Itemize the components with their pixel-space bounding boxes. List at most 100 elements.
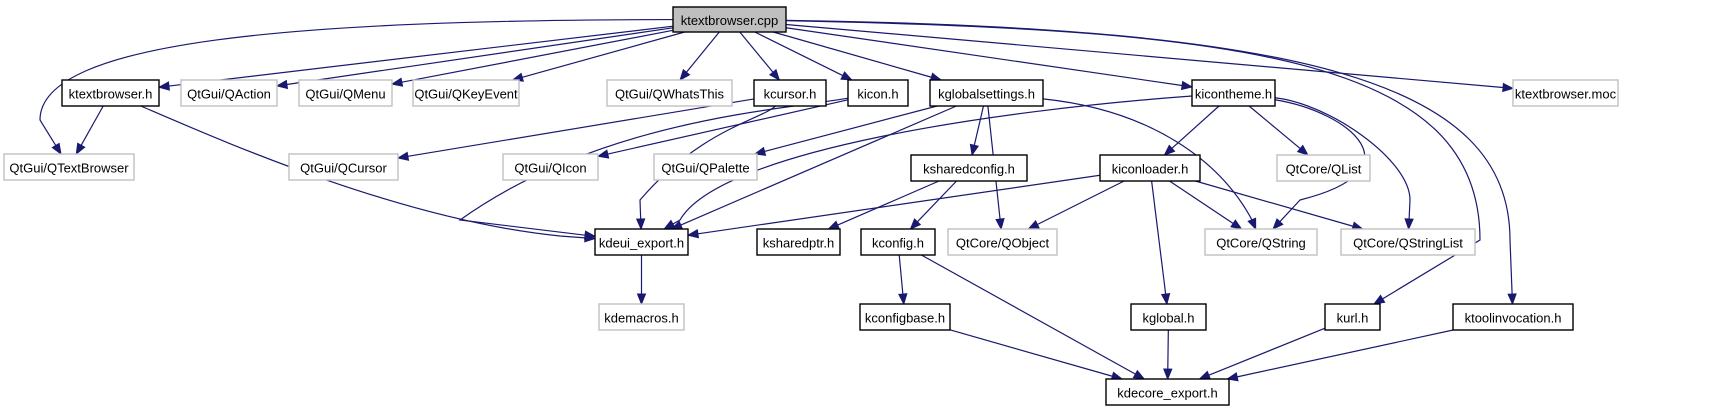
node-box (859, 303, 951, 331)
edge-kiconloader-h-to-qobject (1027, 180, 1125, 230)
arrowhead-icon (1198, 370, 1212, 380)
node-label: kdeui_export.h (599, 236, 684, 251)
edge-ktextbrowser-cpp-to-ktoolinvocation-h (785, 19, 1517, 306)
node-kconfigbase-h[interactable]: kconfigbase.h (859, 303, 951, 331)
node-qlist: QtCore/QList (1276, 154, 1371, 182)
arrowhead-icon (396, 151, 410, 161)
edge-line (1274, 97, 1411, 220)
node-box (753, 79, 827, 107)
edge-line (785, 20, 1481, 300)
node-box (606, 79, 733, 107)
edge-kicon-h-to-qicon (596, 99, 849, 159)
edge-line (973, 105, 985, 146)
arrowhead-icon (1226, 372, 1239, 382)
node-kglobal-h[interactable]: kglobal.h (1130, 303, 1207, 331)
edge-line (1248, 105, 1301, 150)
edges-layer (39, 18, 1517, 382)
node-ksharedconfig-h[interactable]: ksharedconfig.h (910, 154, 1028, 182)
edge-line (522, 31, 685, 78)
node-box (1340, 228, 1476, 256)
edge-line (837, 180, 940, 226)
node-box (288, 153, 399, 181)
node-label: ktoolinvocation.h (1465, 311, 1562, 326)
node-label: QtGui/QWhatsThis (615, 87, 725, 102)
node-box (929, 79, 1044, 107)
node-box (1324, 303, 1381, 331)
arrowhead-icon (1160, 292, 1171, 306)
node-kcursor-h[interactable]: kcursor.h (753, 79, 827, 107)
node-box (860, 228, 936, 256)
edge-line (168, 25, 674, 87)
edge-line (1169, 180, 1234, 224)
node-box (502, 153, 599, 181)
edge-ktextbrowser-cpp-to-qaction (275, 27, 674, 90)
arrowhead-icon (1296, 144, 1309, 156)
node-box (910, 154, 1028, 182)
edge-ktextbrowser-h-to-qtextbrowser (75, 105, 104, 156)
arrowhead-icon (584, 230, 597, 240)
edge-line (697, 174, 1101, 235)
node-label: ktextbrowser.cpp (681, 13, 779, 28)
arrowhead-icon (768, 68, 781, 82)
edge-line (1195, 180, 1354, 227)
arrowhead-icon (75, 142, 86, 156)
node-kglobalsettings-h[interactable]: kglobalsettings.h (929, 79, 1044, 107)
node-label: kconfig.h (872, 236, 924, 251)
edge-line (785, 27, 1183, 87)
node-label: kglobal.h (1142, 311, 1194, 326)
node-kconfig-h[interactable]: kconfig.h (860, 228, 936, 256)
edge-ktextbrowser-cpp-to-qwhatsthis (679, 31, 720, 82)
node-ksharedptr-h[interactable]: ksharedptr.h (756, 228, 841, 256)
arrowhead-icon (1507, 293, 1517, 306)
arrowhead-icon (840, 71, 853, 81)
edge-ktextbrowser-cpp-to-kglobalsettings-h (773, 31, 943, 82)
edge-ktextbrowser-cpp-to-qtextbrowser (39, 18, 674, 156)
node-label: QtCore/QStringList (1353, 236, 1463, 251)
node-label: QtCore/QList (1286, 162, 1362, 177)
node-ktextbrowser-h[interactable]: ktextbrowser.h (61, 79, 160, 107)
node-label: QtGui/QTextBrowser (9, 161, 129, 176)
node-box (756, 228, 841, 256)
edge-kiconloader-h-to-qstringlist (1195, 180, 1364, 231)
node-box (1452, 303, 1574, 331)
arrowhead-icon (1247, 217, 1257, 231)
arrowhead-icon (390, 77, 404, 87)
edge-ktextbrowser-cpp-to-qmenu (390, 29, 674, 87)
node-label: QtGui/QCursor (300, 161, 387, 176)
edge-line (1037, 180, 1125, 226)
arrowhead-icon (969, 143, 980, 157)
edge-ktextbrowser-cpp-to-kcursor-h (739, 31, 781, 82)
node-kiconloader-h[interactable]: kiconloader.h (1099, 154, 1201, 182)
node-label: kconfigbase.h (865, 311, 945, 326)
edge-line (286, 27, 674, 86)
node-label: ksharedconfig.h (923, 162, 1015, 177)
node-qwhatsthis: QtGui/QWhatsThis (606, 79, 733, 107)
node-kdeui-export-h[interactable]: kdeui_export.h (594, 228, 689, 256)
node-label: kurl.h (1337, 311, 1369, 326)
node-kicontheme-h[interactable]: kicontheme.h (1191, 79, 1276, 107)
node-ktextbrowser-cpp[interactable]: ktextbrowser.cpp (672, 6, 787, 33)
node-kurl-h[interactable]: kurl.h (1324, 303, 1381, 331)
node-label: kglobalsettings.h (938, 87, 1035, 102)
node-qmenu: QtGui/QMenu (298, 79, 393, 107)
edge-kconfig-h-to-kdecore-export-h (921, 254, 1146, 380)
node-box (847, 79, 909, 107)
arrowhead-icon (686, 229, 700, 239)
arrowhead-icon (636, 293, 647, 306)
edge-kcursor-h-to-kdeui-export-h (635, 105, 776, 231)
edge-kicontheme-h-to-qlist (1248, 105, 1309, 156)
edge-line (1151, 180, 1167, 295)
node-label: QtGui/QKeyEvent (414, 87, 518, 102)
node-box (1512, 79, 1619, 107)
node-label: QtGui/QMenu (305, 87, 385, 102)
edge-kcursor-h-to-qcursor (396, 98, 755, 161)
node-kdecore-export-h[interactable]: kdecore_export.h (1105, 378, 1230, 406)
node-ktoolinvocation-h[interactable]: ktoolinvocation.h (1452, 303, 1574, 331)
edge-kiconloader-h-to-qstring (1169, 180, 1243, 230)
edge-kiconloader-h-to-kdeui-export-h (686, 174, 1101, 239)
node-kicon-h[interactable]: kicon.h (847, 79, 909, 107)
node-box (653, 153, 758, 181)
edge-kiconloader-h-to-kglobal-h (1151, 180, 1171, 306)
node-box (412, 79, 520, 107)
arrowhead-icon (995, 218, 1005, 231)
